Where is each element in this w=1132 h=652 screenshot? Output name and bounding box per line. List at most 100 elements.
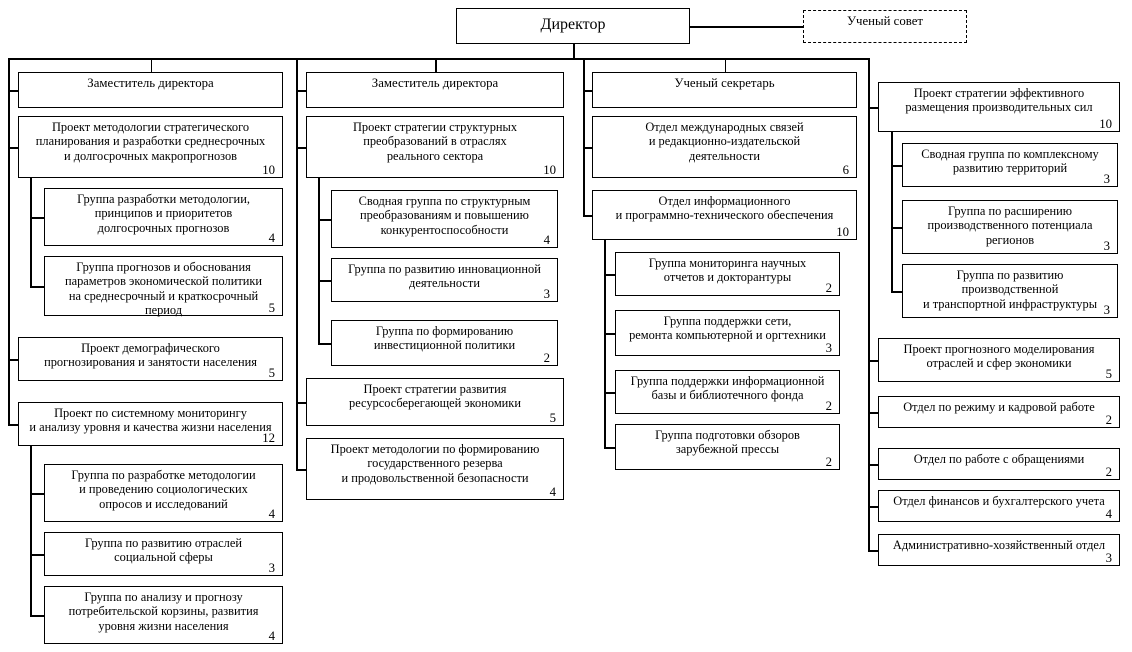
column-1-node-3-child-1-box-headcount: 4 [268, 506, 275, 521]
column-2-node-1-box[interactable]: Проект стратегии структурных преобразова… [306, 116, 564, 178]
column-4-node-2-box[interactable]: Проект прогнозного моделирования отрасле… [878, 338, 1120, 382]
column-2-node-3-box[interactable]: Проект методологии по формированию госуд… [306, 438, 564, 500]
column-1-node-3-child-3-box[interactable]: Группа по анализу и прогнозу потребитель… [44, 586, 283, 644]
connector-child-stub-1-3-2 [30, 554, 44, 556]
column-2-node-1-child-2-box-headcount: 3 [543, 286, 550, 301]
column-4-node-1-child-3-box-headcount: 3 [1103, 302, 1110, 317]
column-4-node-4-box-headcount: 2 [1105, 464, 1112, 479]
column-4-node-5-box-headcount: 4 [1105, 506, 1112, 521]
connector-node-stub-2-2 [296, 402, 306, 404]
connector-column-rail-2 [296, 90, 298, 469]
connector-node-stub-4-1 [868, 107, 878, 109]
column-1-node-3-child-3-box-headcount: 4 [268, 628, 275, 643]
column-3-node-1-box[interactable]: Отдел международных связей и редакционно… [592, 116, 857, 178]
column-1-node-1-child-2-box-label: Группа прогнозов и обоснования параметро… [64, 260, 263, 318]
column-2-node-2-box[interactable]: Проект стратегии развития ресурсосберега… [306, 378, 564, 426]
column-2-node-1-child-3-box-label: Группа по формированию инвестиционной по… [373, 324, 516, 353]
column-3-node-2-child-4-box-label: Группа подготовки обзоров зарубежной пре… [655, 428, 800, 457]
connector-node-stub-4-6 [868, 550, 878, 552]
column-1-node-2-box-label: Проект демографического прогнозирования … [44, 341, 257, 370]
connector-node-stub-1-3 [8, 424, 18, 426]
connector-column-rail-top-3 [583, 58, 585, 90]
column-3-head-box-label: Ученый секретарь [674, 76, 775, 90]
connector-node-stub-4-3 [868, 412, 878, 414]
column-4-node-4-box-label: Отдел по работе с обращениями [913, 452, 1085, 466]
column-3-node-2-child-3-box-headcount: 2 [825, 398, 832, 413]
column-1-node-1-child-1-box[interactable]: Группа разработки методологии, принципов… [44, 188, 283, 246]
connector-director-drop [573, 44, 575, 58]
column-4-node-1-child-1-box[interactable]: Сводная группа по комплексному развитию … [902, 143, 1118, 187]
connector-child-stub-1-1-1 [30, 217, 44, 219]
column-4-node-4-box[interactable]: Отдел по работе с обращениями 2 [878, 448, 1120, 480]
connector-child-rail-1-1 [30, 178, 32, 286]
column-1-node-1-box[interactable]: Проект методологии стратегического плани… [18, 116, 283, 178]
connector-node-stub-2-1 [296, 147, 306, 149]
column-3-node-2-child-4-box[interactable]: Группа подготовки обзоров зарубежной пре… [615, 424, 840, 470]
column-2-node-1-child-1-box[interactable]: Сводная группа по структурным преобразов… [331, 190, 558, 248]
column-2-node-3-box-label: Проект методологии по формированию госуд… [330, 442, 540, 485]
connector-child-stub-3-2-4 [604, 447, 615, 449]
connector-child-stub-2-1-1 [318, 219, 331, 221]
connector-director-to-council [690, 26, 803, 28]
director-box-label: Директор [540, 16, 606, 33]
column-4-node-1-child-2-box-headcount: 3 [1103, 238, 1110, 253]
connector-head-stub-3 [583, 90, 592, 92]
column-1-node-3-child-2-box[interactable]: Группа по развитию отраслей социальной с… [44, 532, 283, 576]
connector-child-stub-3-2-2 [604, 333, 615, 335]
column-4-node-6-box-headcount: 3 [1105, 550, 1112, 565]
column-3-node-1-box-headcount: 6 [842, 162, 849, 177]
column-1-node-3-child-1-box[interactable]: Группа по разработке методологии и прове… [44, 464, 283, 522]
column-3-node-2-child-1-box[interactable]: Группа мониторинга научных отчетов и док… [615, 252, 840, 296]
connector-child-stub-4-1-2 [891, 227, 902, 229]
column-4-node-1-child-1-box-label: Сводная группа по комплексному развитию … [921, 147, 1099, 176]
connector-child-stub-2-1-3 [318, 343, 331, 345]
column-1-node-1-child-2-box-headcount: 5 [268, 300, 275, 315]
connector-column-rail-1 [8, 90, 10, 424]
director-box[interactable]: Директор [456, 8, 690, 44]
connector-node-stub-4-2 [868, 360, 878, 362]
column-3-node-2-child-3-box-label: Группа поддержки информационной базы и б… [630, 374, 825, 403]
connector-child-stub-1-1-2 [30, 286, 44, 288]
column-4-node-1-box[interactable]: Проект стратегии эффективного размещения… [878, 82, 1120, 132]
connector-node-stub-3-2 [583, 215, 592, 217]
column-1-node-1-child-1-box-headcount: 4 [268, 230, 275, 245]
column-3-node-2-child-3-box[interactable]: Группа поддержки информационной базы и б… [615, 370, 840, 414]
connector-child-stub-4-1-3 [891, 291, 902, 293]
column-3-node-2-child-2-box[interactable]: Группа поддержки сети, ремонта компьютер… [615, 310, 840, 356]
column-2-node-1-child-1-box-headcount: 4 [543, 232, 550, 247]
column-1-head-box[interactable]: Заместитель директора [18, 72, 283, 108]
column-2-node-3-box-headcount: 4 [549, 484, 556, 499]
academic-council-box[interactable]: Ученый совет [803, 10, 967, 43]
column-4-node-1-box-headcount: 10 [1099, 116, 1112, 131]
column-3-node-2-child-2-box-label: Группа поддержки сети, ремонта компьютер… [629, 314, 826, 343]
column-1-node-3-box[interactable]: Проект по системному мониторингу и анали… [18, 402, 283, 446]
column-4-node-2-box-label: Проект прогнозного моделирования отрасле… [903, 342, 1095, 371]
column-2-node-1-child-3-box[interactable]: Группа по формированию инвестиционной по… [331, 320, 558, 366]
column-4-node-3-box-label: Отдел по режиму и кадровой работе [903, 400, 1095, 414]
column-3-head-box[interactable]: Ученый секретарь [592, 72, 857, 108]
column-1-node-2-box[interactable]: Проект демографического прогнозирования … [18, 337, 283, 381]
column-3-node-2-box-headcount: 10 [836, 224, 849, 239]
connector-bus-to-head-2 [435, 58, 437, 72]
column-1-head-box-label: Заместитель директора [87, 76, 214, 90]
column-4-node-1-child-2-box[interactable]: Группа по расширению производственного п… [902, 200, 1118, 254]
column-3-node-2-box[interactable]: Отдел информационного и программно-техни… [592, 190, 857, 240]
column-4-node-1-child-3-box-label: Группа по развитию производственной и тр… [922, 268, 1098, 311]
column-4-node-2-box-headcount: 5 [1105, 366, 1112, 381]
column-3-node-2-child-1-box-label: Группа мониторинга научных отчетов и док… [648, 256, 807, 285]
column-1-node-3-child-2-box-label: Группа по развитию отраслей социальной с… [85, 536, 242, 565]
column-2-head-box[interactable]: Заместитель директора [306, 72, 564, 108]
connector-child-stub-1-3-1 [30, 493, 44, 495]
column-4-node-1-box-label: Проект стратегии эффективного размещения… [905, 86, 1093, 115]
column-3-node-2-box-label: Отдел информационного и программно-техни… [615, 194, 834, 223]
connector-column-rail-4 [868, 58, 870, 550]
column-3-node-2-child-4-box-headcount: 2 [825, 454, 832, 469]
column-1-node-1-child-2-box[interactable]: Группа прогнозов и обоснования параметро… [44, 256, 283, 318]
connector-child-stub-3-2-3 [604, 392, 615, 394]
column-2-node-1-child-2-box[interactable]: Группа по развитию инновационной деятель… [331, 258, 558, 302]
column-4-node-1-child-3-box[interactable]: Группа по развитию производственной и тр… [902, 264, 1118, 318]
